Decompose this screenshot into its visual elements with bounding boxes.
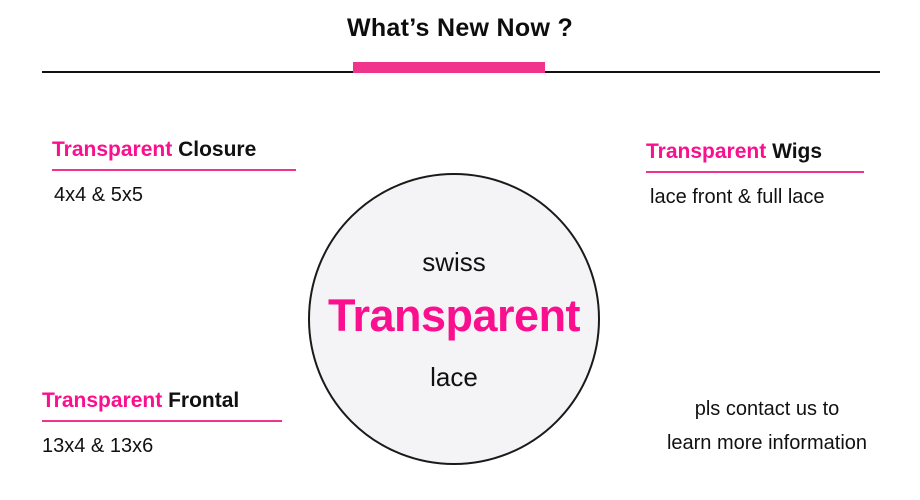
block-transparent-closure: Transparent Closure 4x4 & 5x5 (52, 138, 296, 207)
closure-heading-plain: Closure (178, 138, 257, 161)
frontal-heading: Transparent Frontal (42, 389, 282, 413)
center-circle: swiss Transparent lace (308, 173, 600, 465)
frontal-heading-underline (42, 420, 282, 423)
circle-top-label: swiss (422, 246, 486, 277)
title-accent-bar (353, 62, 545, 73)
wigs-heading-plain: Wigs (772, 140, 823, 163)
contact-line-2: learn more information (666, 432, 868, 454)
closure-sizes: 4x4 & 5x5 (54, 184, 143, 207)
frontal-heading-plain: Frontal (168, 389, 240, 412)
block-transparent-wigs: Transparent Wigs lace front & full lace (646, 140, 864, 209)
page-title: What’s New Now ? (346, 14, 574, 42)
frontal-sizes: 13x4 & 13x6 (42, 435, 154, 458)
wigs-heading-underline (646, 171, 864, 174)
contact-line-1: pls contact us to (694, 398, 840, 420)
circle-bottom-label: lace (430, 361, 478, 392)
block-transparent-frontal: Transparent Frontal 13x4 & 13x6 (42, 389, 282, 458)
closure-heading-underline (52, 169, 296, 172)
wigs-heading: Transparent Wigs (646, 140, 864, 164)
closure-heading: Transparent Closure (52, 138, 296, 162)
wigs-heading-highlight: Transparent (646, 140, 767, 163)
block-contact-note: pls contact us to learn more information (636, 392, 898, 460)
frontal-heading-highlight: Transparent (42, 389, 163, 412)
wigs-types: lace front & full lace (650, 186, 825, 209)
closure-heading-highlight: Transparent (52, 138, 173, 161)
circle-main-label: Transparent (327, 289, 581, 341)
